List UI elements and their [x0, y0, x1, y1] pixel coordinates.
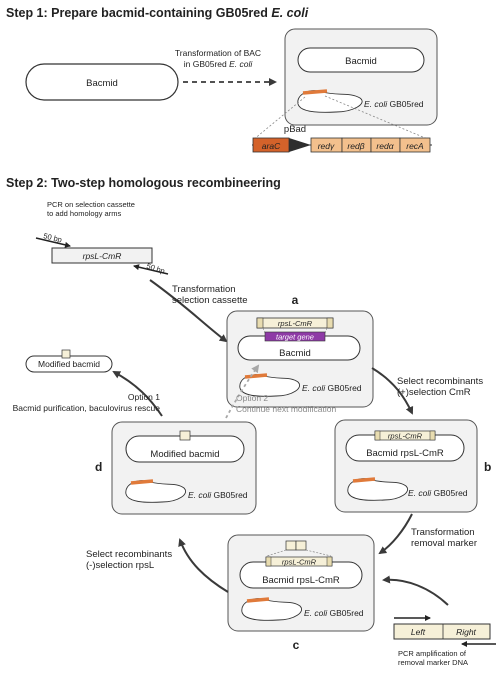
select-plus-1: Select recombinants [397, 376, 483, 387]
box-c-cassette-label: rpsL-CmR [282, 558, 317, 567]
arrow-c-to-d [178, 538, 229, 593]
arrow-d-to-a-option2 [225, 364, 260, 419]
pcr-removal-1: PCR amplification of [398, 649, 467, 658]
target-gene-label: target gene [276, 333, 314, 342]
box-b-arm-left [374, 430, 381, 441]
box-a-arm-right [326, 317, 334, 329]
target-gene-block [264, 331, 326, 342]
removal-right-label: Right [456, 627, 476, 637]
box-b-letter: b [484, 460, 491, 474]
option1-line2: Bacmid purification, baculovirus rescue [13, 403, 161, 413]
box-a-letter: a [292, 293, 299, 307]
operon-construct: araC redγ redβ redα recA [252, 137, 432, 153]
removal-marker [393, 623, 491, 640]
step1-title: Step 1: Prepare bacmid-containing GB05re… [6, 6, 309, 20]
box-a-operon [244, 373, 268, 379]
gene-redgamma: redγ [318, 141, 335, 151]
removal-left-label: Left [411, 627, 426, 637]
modified-bacmid-label: Modified bacmid [38, 359, 100, 369]
zoom-line-left [252, 96, 306, 141]
box-b-operon [352, 477, 376, 483]
bacmid-pill [25, 63, 179, 101]
box-b-arm-right [429, 430, 436, 441]
operon-bar-step1 [302, 89, 328, 95]
box-a-cross-right [324, 327, 328, 334]
box-a-cross-left [262, 327, 266, 334]
primer-forward [35, 237, 71, 248]
option2-line1: Option 2 [236, 393, 268, 403]
select-minus-1: Select recombinants [86, 549, 172, 560]
arrow-b-to-c [378, 513, 413, 555]
pcr-note-1: PCR on selection cassette [47, 200, 135, 209]
transformation-text-1: Transformation of BAC [175, 48, 261, 58]
zoom-line-right [324, 95, 431, 141]
box-a-arm-left [256, 317, 264, 329]
box-d-plasmid-label: Modified bacmid [150, 449, 219, 460]
transformation-removal-1: Transformation [411, 527, 475, 538]
box-c-removal-right [295, 540, 307, 551]
gene-redbeta: redβ [347, 141, 364, 151]
box-c-plasmid-label: Bacmid rpsL-CmR [262, 575, 340, 586]
arrow-to-a [149, 279, 228, 343]
modified-bacmid-scar [61, 349, 71, 359]
transformation-sel-2: selection cassette [172, 295, 248, 306]
box-c-arm-right [326, 556, 333, 567]
pbad-label: pBad [284, 124, 306, 135]
cassette-pcr [51, 247, 153, 264]
box-a-cassette-label: rpsL-CmR [278, 319, 313, 328]
box-c-removal-left [285, 540, 297, 551]
box-c-operon [246, 597, 270, 603]
ecoli-label-step1: E. coli GB05red [364, 99, 424, 109]
box-d-letter: d [95, 460, 102, 474]
arm-left-label: 50 bp [43, 231, 63, 244]
box-a-plasmid-label: Bacmid [279, 348, 311, 359]
box-d-operon [130, 479, 154, 485]
option2-line2: Continue next modification [236, 404, 336, 414]
box-d-ecoli-label: E. coli GB05red [188, 490, 248, 500]
primer-reverse [133, 264, 169, 275]
cassette-pcr-label: rpsL-CmR [83, 251, 122, 261]
arrow-a-to-b [371, 367, 414, 415]
box-c-ecoli-label: E. coli GB05red [304, 608, 364, 618]
gene-reca: recA [406, 141, 424, 151]
step2-title: Step 2: Two-step homologous recombineeri… [6, 176, 281, 190]
box-c-letter: c [293, 638, 300, 652]
box-b-ecoli-label: E. coli GB05red [408, 488, 468, 498]
pcr-removal-2: removal marker DNA [398, 658, 468, 667]
box-c-cross-right [305, 549, 332, 557]
bacmid-label: Bacmid [86, 78, 118, 89]
transformation-removal-2: removal marker [411, 538, 477, 549]
transformation-text-2: in GB05red E. coli [184, 59, 254, 69]
box-b-cassette-label: rpsL-CmR [388, 432, 423, 441]
arm-right-label: 50 bp [145, 261, 166, 275]
box-a-ecoli-label: E. coli GB05red [302, 383, 362, 393]
select-plus-2: (+)selection CmR [397, 387, 471, 398]
pcr-note-2: to add homology arms [47, 209, 121, 218]
gene-redalpha: redα [376, 141, 394, 151]
box-d-scar [179, 430, 191, 441]
arrow-removal-to-c [382, 575, 449, 606]
arrow-d-to-modified [112, 371, 163, 417]
transformation-sel-1: Transformation [172, 284, 236, 295]
box-b-plasmid-label: Bacmid rpsL-CmR [366, 448, 444, 459]
gene-arac: araC [262, 141, 281, 151]
box-c-arm-left [265, 556, 272, 567]
bacmid-inner-label: Bacmid [345, 56, 377, 67]
option1-line1: Option 1 [128, 392, 160, 402]
select-minus-2: (-)selection rpsL [86, 560, 154, 571]
bacmid-pill-inner [297, 47, 425, 73]
